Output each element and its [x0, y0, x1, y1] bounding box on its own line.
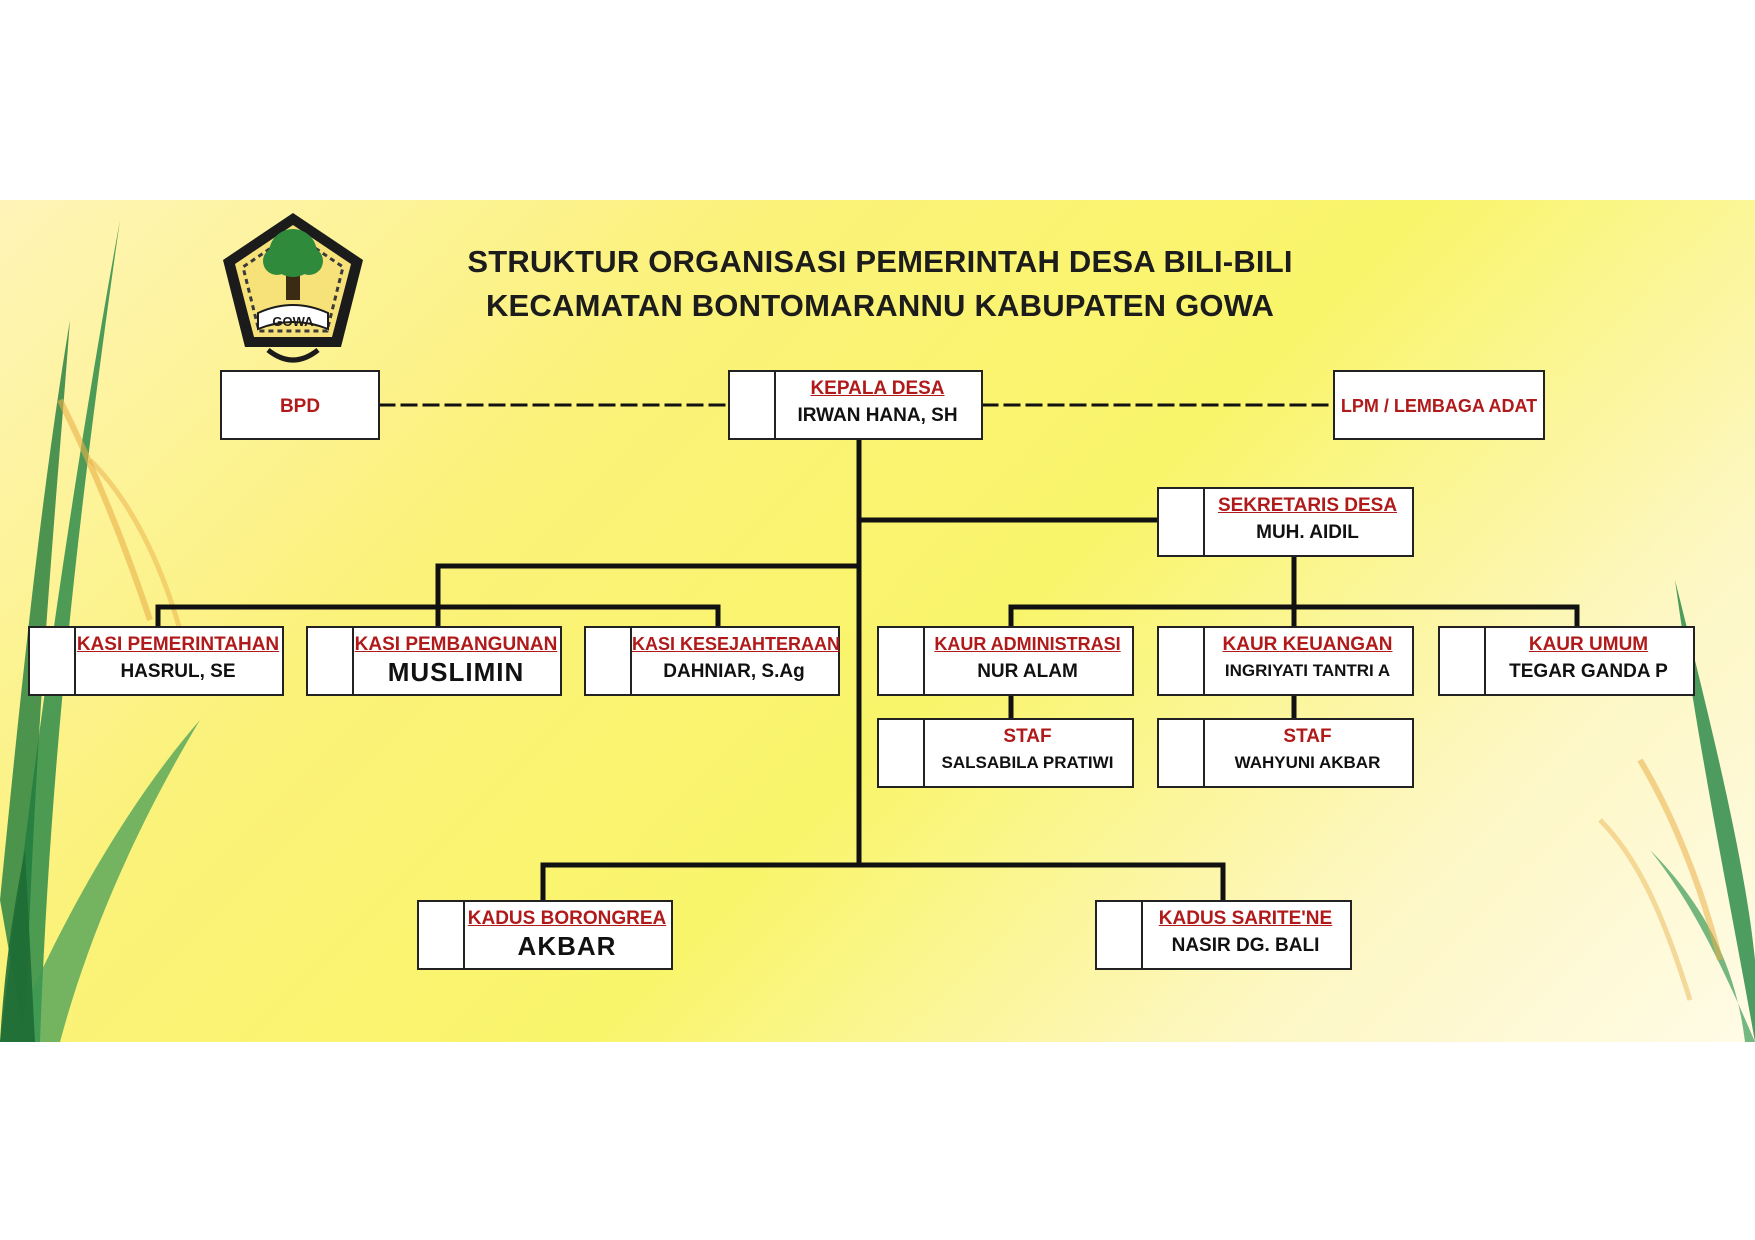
kasi-pemerintahan-position: KASI PEMERINTAHAN [76, 634, 280, 655]
kaur-umum-position: KAUR UMUM [1528, 634, 1649, 655]
kepala-desa-position: KEPALA DESA [810, 378, 945, 399]
box-tab [1159, 720, 1205, 786]
box-tab [730, 372, 776, 438]
box-staf-keuangan: STAF WAHYUNI AKBAR [1157, 718, 1414, 788]
emblem-text: GOWA [272, 314, 314, 329]
box-tab [1440, 628, 1486, 694]
sekretaris-name: MUH. AIDIL [1256, 522, 1359, 543]
kadus-saritene-name: NASIR DG. BALI [1171, 935, 1320, 956]
box-bpd: BPD [220, 370, 380, 440]
kaur-keuangan-position: KAUR KEUANGAN [1222, 634, 1393, 655]
kasi-pemerintahan-name: HASRUL, SE [120, 661, 236, 682]
box-tab [1159, 489, 1205, 555]
kepala-desa-name: IRWAN HANA, SH [797, 405, 958, 426]
kaur-administrasi-position: KAUR ADMINISTRASI [934, 634, 1121, 654]
gowa-emblem-icon: GOWA [223, 213, 363, 363]
box-staf-administrasi: STAF SALSABILA PRATIWI [877, 718, 1134, 788]
box-tab [30, 628, 76, 694]
staf-administrasi-position: STAF [1003, 726, 1052, 747]
kaur-administrasi-name: NUR ALAM [977, 661, 1078, 682]
connector-lines [155, 403, 1580, 903]
box-tab [419, 902, 465, 968]
box-lpm-lembaga-adat: LPM / LEMBAGA ADAT [1333, 370, 1545, 440]
kadus-borongrea-position: KADUS BORONGREA [467, 908, 667, 929]
box-kadus-borongrea: KADUS BORONGREA AKBAR [417, 900, 673, 970]
box-kepala-desa: KEPALA DESA IRWAN HANA, SH [728, 370, 983, 440]
chart-title-line1: STRUKTUR ORGANISASI PEMERINTAH DESA BILI… [467, 244, 1293, 279]
kasi-pembangunan-name: MUSLIMIN [387, 657, 525, 687]
box-kaur-umum: KAUR UMUM TEGAR GANDA P [1438, 626, 1695, 696]
bpd-label: BPD [279, 396, 321, 417]
box-kadus-saritene: KADUS SARITE'NE NASIR DG. BALI [1095, 900, 1352, 970]
staf-administrasi-name: SALSABILA PRATIWI [941, 753, 1114, 772]
kaur-umum-name: TEGAR GANDA P [1509, 661, 1668, 682]
kasi-kesejahteraan-position: KASI KESEJAHTERAAN [632, 634, 841, 654]
box-tab [1097, 902, 1143, 968]
chart-title-line2: KECAMATAN BONTOMARANNU KABUPATEN GOWA [485, 288, 1275, 323]
box-tab [1159, 628, 1205, 694]
kaur-keuangan-name: INGRIYATI TANTRI A [1224, 661, 1391, 680]
box-tab [586, 628, 632, 694]
box-kaur-administrasi: KAUR ADMINISTRASI NUR ALAM [877, 626, 1134, 696]
org-chart-banner: GOWA STRUKTUR ORGANISASI PEMERINTAH DESA… [0, 200, 1755, 1042]
kadus-saritene-position: KADUS SARITE'NE [1158, 908, 1333, 929]
staf-keuangan-position: STAF [1283, 726, 1332, 747]
box-tab [879, 628, 925, 694]
box-kaur-keuangan: KAUR KEUANGAN INGRIYATI TANTRI A [1157, 626, 1414, 696]
kadus-borongrea-name: AKBAR [517, 931, 617, 961]
box-kasi-pembangunan: KASI PEMBANGUNAN MUSLIMIN [306, 626, 562, 696]
lpm-label: LPM / LEMBAGA ADAT [1340, 396, 1538, 416]
sekretaris-position: SEKRETARIS DESA [1217, 495, 1398, 516]
box-kasi-pemerintahan: KASI PEMERINTAHAN HASRUL, SE [28, 626, 284, 696]
kasi-pembangunan-position: KASI PEMBANGUNAN [354, 634, 558, 655]
kasi-kesejahteraan-name: DAHNIAR, S.Ag [663, 661, 805, 682]
box-sekretaris-desa: SEKRETARIS DESA MUH. AIDIL [1157, 487, 1414, 557]
staf-keuangan-name: WAHYUNI AKBAR [1234, 753, 1381, 772]
box-tab [308, 628, 354, 694]
box-tab [879, 720, 925, 786]
box-kasi-kesejahteraan: KASI KESEJAHTERAAN DAHNIAR, S.Ag [584, 626, 840, 696]
